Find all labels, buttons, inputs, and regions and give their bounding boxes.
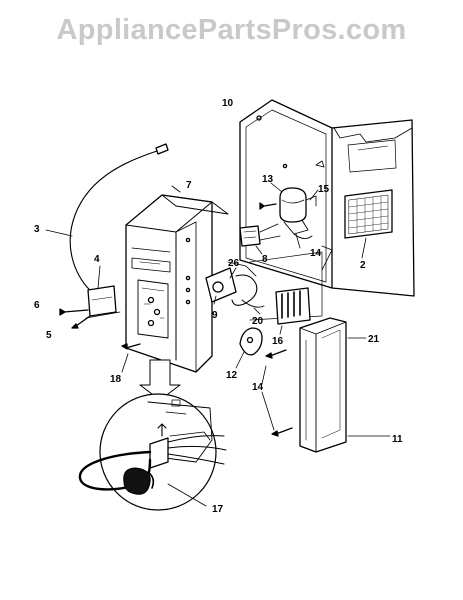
callout-labels: 2 3 4 5 6 7 8 9 10 11 12 13 14 14 15 16 … bbox=[34, 98, 403, 515]
part-17-detail-inset bbox=[78, 359, 227, 511]
callout-15: 15 bbox=[318, 184, 330, 195]
part-9-26-20-sensor-bracket bbox=[205, 251, 323, 321]
callout-9: 9 bbox=[212, 310, 218, 321]
callout-16: 16 bbox=[272, 336, 284, 347]
callout-17: 17 bbox=[212, 504, 224, 515]
callout-26: 26 bbox=[228, 258, 240, 269]
callout-18: 18 bbox=[110, 374, 122, 385]
part-13-valve-motor bbox=[259, 182, 319, 249]
callout-7: 7 bbox=[186, 180, 192, 191]
callout-6: 6 bbox=[34, 300, 40, 311]
part-2-mesh-filter bbox=[344, 189, 393, 259]
part-18-screw bbox=[121, 343, 141, 373]
callout-14-lower: 14 bbox=[252, 382, 264, 393]
part-21-11-cover-panel bbox=[299, 317, 391, 453]
callout-21: 21 bbox=[368, 334, 380, 345]
part-14-screws bbox=[261, 349, 293, 437]
callout-13: 13 bbox=[262, 174, 274, 185]
callout-20: 20 bbox=[252, 316, 264, 327]
part-3-wire-harness bbox=[45, 143, 169, 329]
callout-12: 12 bbox=[226, 370, 238, 381]
part-12-cam bbox=[235, 327, 263, 369]
callout-10: 10 bbox=[222, 98, 234, 109]
part-16-terminal-block bbox=[275, 287, 311, 335]
callout-11: 11 bbox=[392, 434, 403, 445]
callout-4: 4 bbox=[94, 254, 100, 265]
watermark-text: AppliancePartsPros.com bbox=[56, 14, 407, 46]
callout-8: 8 bbox=[262, 254, 268, 265]
callout-5: 5 bbox=[46, 330, 52, 341]
callout-2: 2 bbox=[360, 260, 366, 271]
part-7-control-box bbox=[125, 185, 229, 373]
callout-14-upper: 14 bbox=[310, 248, 322, 259]
part-10-housing-panel bbox=[239, 99, 415, 297]
part-8-connector bbox=[239, 223, 281, 255]
callout-3: 3 bbox=[34, 224, 40, 235]
